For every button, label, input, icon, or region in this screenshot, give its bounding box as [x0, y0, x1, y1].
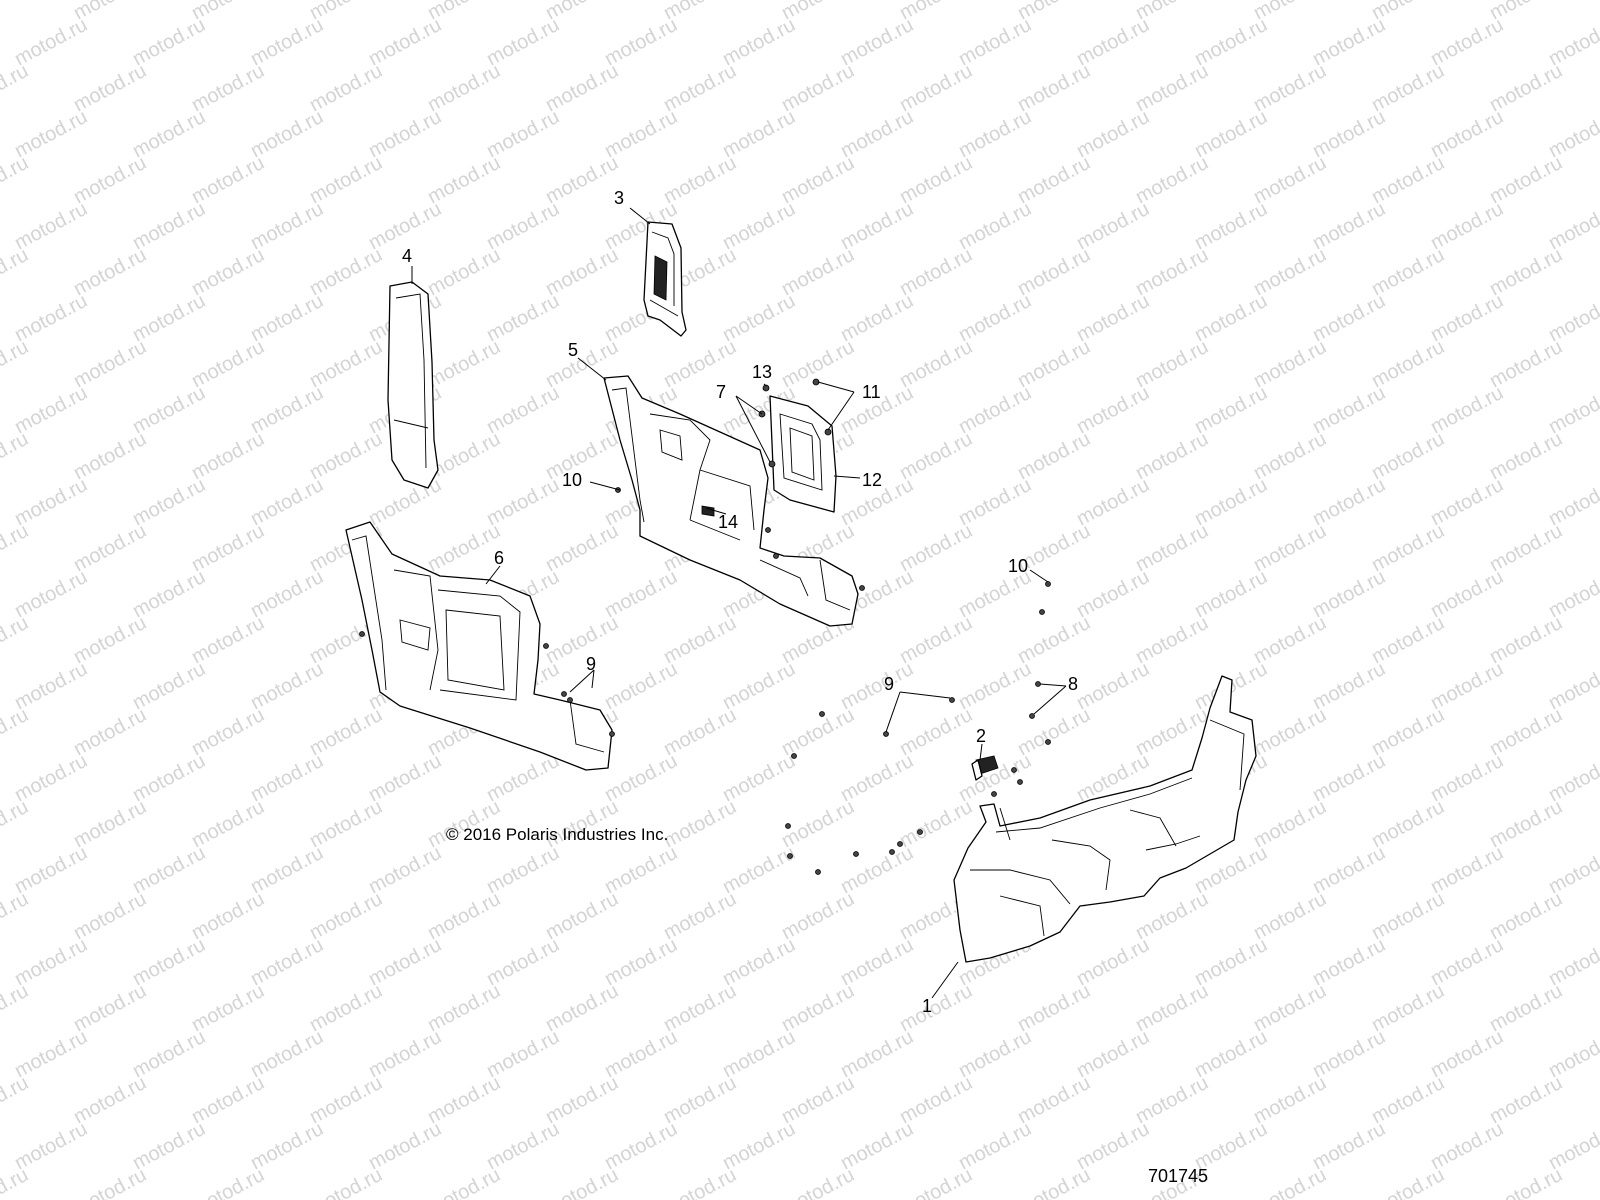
callout-14: 14	[718, 512, 738, 532]
part-12-panel	[769, 395, 837, 513]
callout-10-right: 10	[1008, 556, 1028, 576]
callout-labels: 1 2 3 4 5 6 7 8 9 9 10 10 11 12 13 14	[402, 188, 1078, 1016]
diagram-number: 701745	[1148, 1166, 1208, 1186]
callout-7: 7	[716, 382, 726, 402]
callout-8: 8	[1068, 674, 1078, 694]
part-5-panel	[603, 375, 859, 627]
part-6-panel	[345, 521, 613, 771]
part-3-panel	[643, 221, 687, 337]
part-4-panel	[387, 281, 439, 489]
part-2-bracket	[971, 755, 999, 781]
callout-3: 3	[614, 188, 624, 208]
callout-4: 4	[402, 246, 412, 266]
callout-2: 2	[976, 726, 986, 746]
callout-10-left: 10	[562, 470, 582, 490]
fasteners	[359, 378, 1051, 875]
callout-9-left: 9	[586, 654, 596, 674]
callout-9-right: 9	[884, 674, 894, 694]
callout-11: 11	[862, 382, 881, 402]
callout-5: 5	[568, 340, 578, 360]
leader-lines	[411, 207, 1067, 999]
part-1-panel	[953, 675, 1257, 963]
callout-6: 6	[494, 548, 504, 568]
callout-12: 12	[862, 470, 882, 490]
callout-1: 1	[922, 996, 932, 1016]
callout-13: 13	[752, 362, 772, 382]
copyright-notice: © 2016 Polaris Industries Inc.	[446, 825, 668, 844]
